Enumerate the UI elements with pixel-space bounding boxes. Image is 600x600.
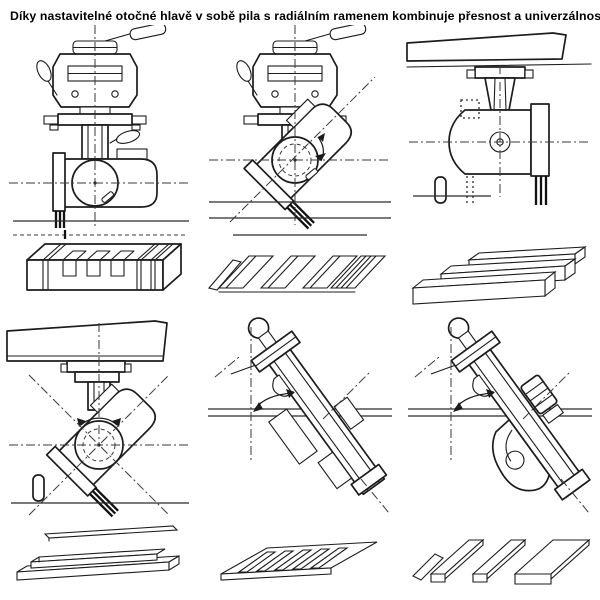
- panel-grid: [0, 25, 600, 305]
- saw-vertical-illustration: [9, 25, 191, 228]
- panel-4: [0, 313, 200, 593]
- panel-1: [0, 25, 200, 305]
- row-gap: [0, 305, 600, 313]
- saw-bevel-illustration: [209, 25, 391, 230]
- caption: Díky nastavitelné otočné hlavě v sobě pi…: [10, 9, 600, 23]
- panel-6: [400, 313, 600, 593]
- wood-rip-boards-illustration: [411, 245, 587, 305]
- panel-grid-2: [0, 313, 600, 593]
- wood-dado-illustration: [13, 230, 185, 291]
- panel-3: [400, 25, 600, 305]
- radial-arm-miter-illustration: [208, 317, 392, 514]
- panel-5: [200, 313, 400, 593]
- panel-2: [200, 25, 400, 305]
- radial-arm-bevel-illustration: [6, 320, 191, 518]
- radial-arm-rip-illustration: [406, 32, 592, 205]
- wood-miter-pieces-illustration: [412, 538, 591, 585]
- radial-arm-miter-motor-illustration: [408, 317, 592, 514]
- wood-molding-illustration: [16, 525, 180, 581]
- wood-bevel-illustration: [208, 234, 387, 293]
- wood-miter-strips-illustration: [220, 541, 378, 581]
